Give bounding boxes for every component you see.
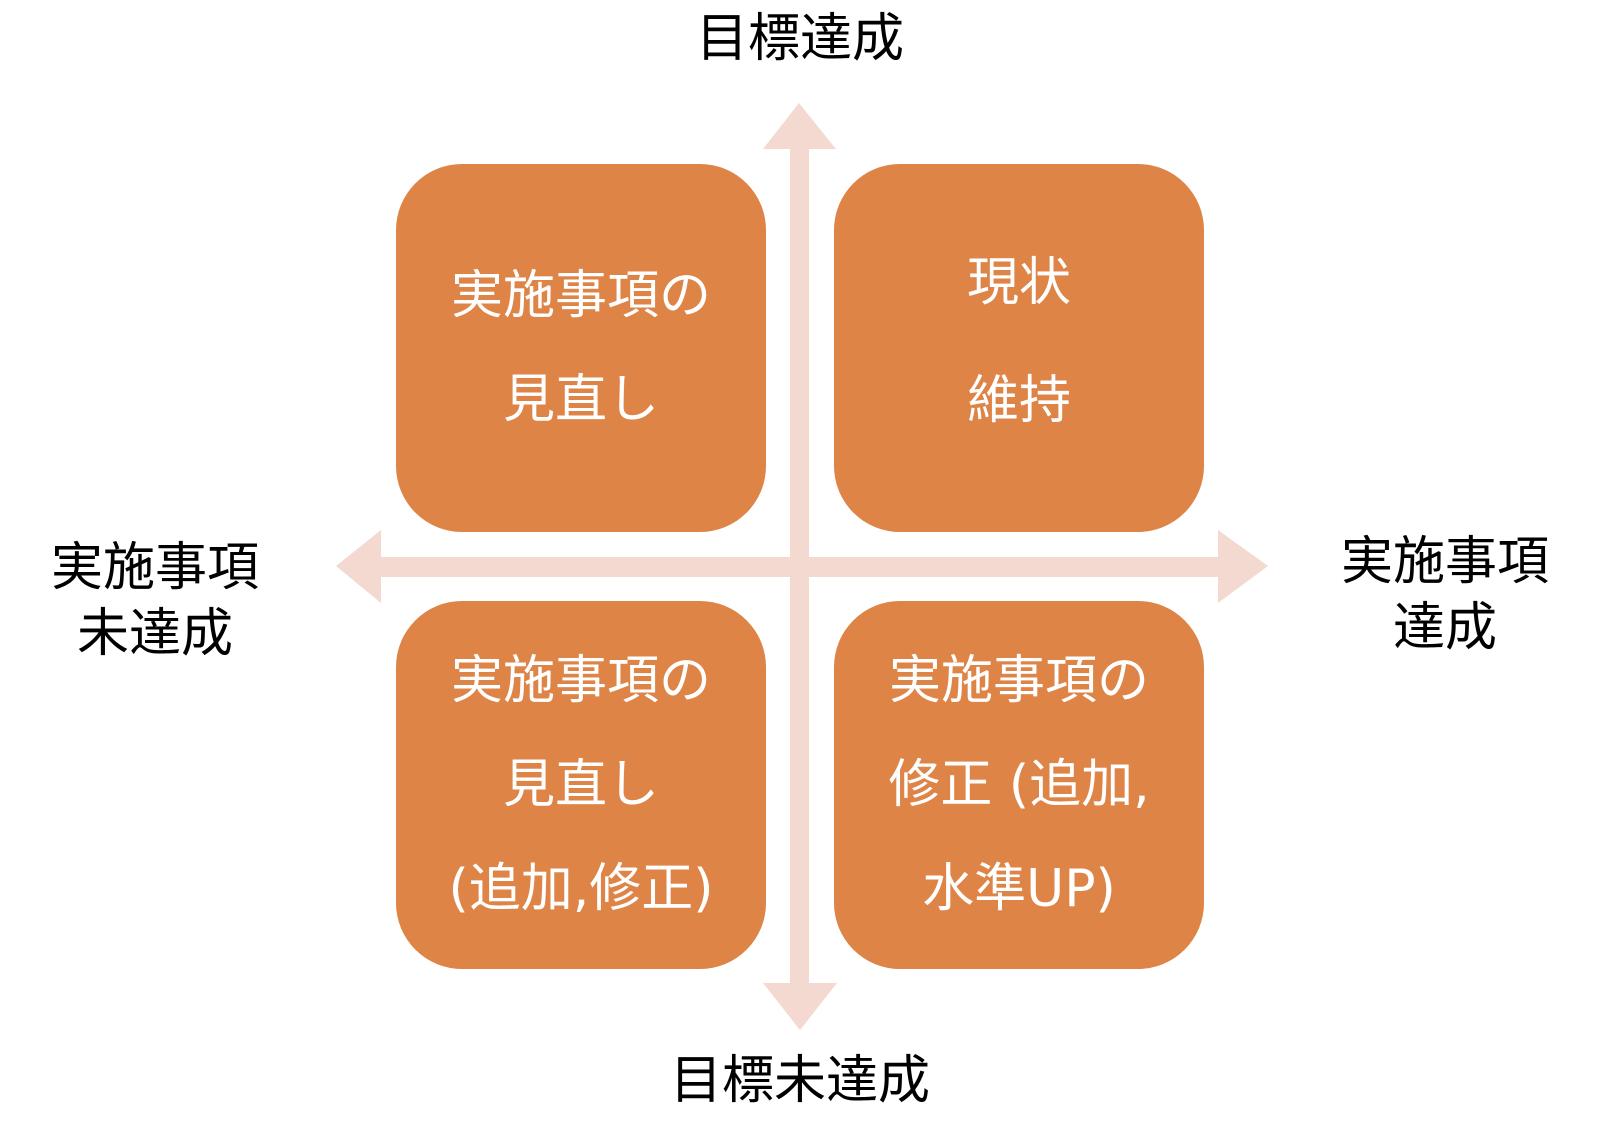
quadrant-text-line: 実施事項の — [450, 651, 711, 711]
arrow-right-icon — [1218, 530, 1268, 603]
quadrant-text-line: 見直し — [502, 370, 659, 430]
axis-label-top: 目標達成 — [600, 6, 1000, 72]
quadrant-text-line: (追加,修正) — [448, 859, 714, 919]
quadrant-text-line: 現状 — [966, 253, 1071, 313]
quadrant-text-line: 見直し — [502, 755, 659, 815]
axis-label-text: 未達成 — [76, 604, 233, 664]
axis-label-right: 実施事項 達成 — [1305, 529, 1585, 661]
horizontal-axis-arrow — [336, 530, 1268, 603]
quadrant-top-right: 現状 維持 — [834, 164, 1204, 532]
axis-label-text: 達成 — [1392, 598, 1497, 658]
quadrant-top-left: 実施事項の 見直し — [396, 164, 766, 532]
arrow-down-icon — [763, 983, 837, 1030]
quadrant-text-line: 修正 (追加, — [888, 755, 1150, 815]
quadrant-bottom-left: 実施事項の 見直し (追加,修正) — [396, 601, 766, 969]
axis-label-text: 目標未達成 — [669, 1051, 930, 1111]
axis-label-bottom: 目標未達成 — [600, 1048, 1000, 1114]
quadrant-text-line: 水準UP) — [922, 859, 1116, 919]
quadrant-text-line: 実施事項の — [450, 266, 711, 326]
axis-label-left: 実施事項 未達成 — [15, 535, 295, 667]
axis-label-text: 実施事項 — [1340, 532, 1549, 592]
arrow-left-icon — [336, 530, 381, 603]
arrow-up-icon — [763, 103, 836, 149]
axis-label-text: 目標達成 — [695, 9, 904, 69]
axis-label-text: 実施事項 — [50, 538, 259, 598]
quadrant-bottom-right: 実施事項の 修正 (追加, 水準UP) — [834, 601, 1204, 969]
quadrant-text-line: 実施事項の — [888, 651, 1149, 711]
quadrant-text-line: 維持 — [966, 371, 1071, 431]
